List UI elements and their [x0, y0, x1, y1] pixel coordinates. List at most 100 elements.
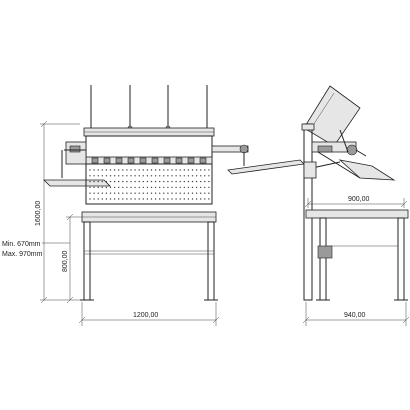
perforation-dot — [204, 169, 206, 171]
perforation-dot — [175, 198, 177, 200]
perforation-dot — [154, 169, 157, 171]
perforation-dot — [163, 169, 165, 171]
front-working-height-dimension: 800,00 — [62, 213, 82, 304]
perforation-dot — [122, 186, 124, 189]
perforation-dot — [130, 180, 132, 183]
perforation-dot — [171, 198, 173, 200]
perforation-dot — [175, 180, 177, 183]
perforation-dot — [154, 186, 157, 189]
perforation-dot — [142, 192, 144, 194]
perforation-dot — [118, 169, 120, 171]
front-right-arm — [211, 144, 249, 166]
perforation-dot — [146, 175, 149, 177]
side-top-width-dimension: 900,00 — [304, 196, 408, 208]
perforation-dot — [208, 198, 210, 200]
perforation-dot — [167, 180, 169, 183]
perforation-dot — [204, 175, 206, 177]
perforation-dot — [167, 186, 169, 189]
perforation-dot — [191, 192, 194, 194]
perforation-dot — [134, 186, 136, 189]
perforation-dot — [89, 186, 91, 189]
perforation-dot — [204, 180, 206, 183]
perforation-dot — [113, 169, 116, 171]
perforation-dot — [109, 192, 112, 194]
front-perforated-panel — [85, 163, 213, 205]
perforation-dot — [118, 192, 120, 194]
perforation-dot — [126, 192, 128, 194]
perforation-dot — [130, 192, 132, 194]
perforation-dot — [97, 198, 99, 200]
perforation-dot — [93, 175, 95, 177]
perforation-dot — [191, 186, 194, 189]
perforation-dot — [183, 192, 185, 194]
perforation-dot — [179, 192, 181, 194]
perforation-dot — [191, 198, 194, 200]
perforation-dot — [130, 175, 132, 177]
perforation-dot — [150, 186, 153, 189]
perforation-dot — [183, 175, 185, 177]
perforation-dot — [113, 186, 116, 189]
side-bracket — [303, 161, 317, 179]
perforation-dot — [187, 175, 190, 177]
perforation-dot — [200, 169, 202, 171]
perforation-dot — [93, 198, 95, 200]
perforation-dot — [126, 169, 128, 171]
perforation-dot — [138, 175, 140, 177]
perforation-dot — [179, 175, 181, 177]
perforation-dot — [122, 192, 124, 194]
front-height-label: 1600,00 — [35, 201, 42, 226]
side-shelf — [338, 159, 396, 181]
perforation-dot — [118, 186, 120, 189]
perforation-dot — [195, 192, 198, 194]
perforation-dot — [200, 198, 202, 200]
perforation-dot — [179, 186, 181, 189]
perforation-dot — [204, 198, 206, 200]
perforation-dot — [109, 169, 112, 171]
perforation-dot — [179, 198, 181, 200]
perforation-dot — [93, 180, 95, 183]
perforation-dot — [167, 175, 169, 177]
perforation-dot — [122, 198, 124, 200]
perforation-dot — [159, 192, 161, 194]
perforation-dot — [109, 186, 112, 189]
perforation-dot — [179, 169, 181, 171]
perforation-dot — [113, 175, 116, 177]
perforation-dot — [130, 169, 132, 171]
perforation-dot — [97, 186, 99, 189]
front-vertical-rods — [90, 85, 208, 131]
side-depth-dimension: 940,00 — [302, 302, 410, 326]
perforation-dot — [150, 198, 153, 200]
perforation-dot — [150, 192, 153, 194]
perforation-dot — [126, 198, 128, 200]
perforation-dot — [183, 169, 185, 171]
perforation-dot — [183, 186, 185, 189]
perforation-dot — [167, 198, 169, 200]
perforation-dot — [109, 198, 112, 200]
perforation-dot — [175, 192, 177, 194]
perforation-dot — [191, 180, 194, 183]
side-top-tray — [303, 85, 361, 147]
perforation-dot — [138, 180, 140, 183]
perforation-dot — [118, 198, 120, 200]
perforation-dot — [150, 169, 153, 171]
perforation-dot — [126, 180, 128, 183]
front-perforation-dots — [89, 169, 210, 200]
perforation-dot — [208, 192, 210, 194]
perforation-dot — [183, 198, 185, 200]
perforation-dot — [175, 186, 177, 189]
perforation-dot — [146, 192, 149, 194]
perforation-dot — [118, 175, 120, 177]
perforation-dot — [89, 192, 91, 194]
perforation-dot — [134, 175, 136, 177]
side-arm-mechanism — [311, 129, 367, 157]
perforation-dot — [200, 192, 202, 194]
height-range-min-label: Min. 670mm — [2, 241, 41, 248]
front-working-height-label: 800,00 — [62, 250, 69, 272]
perforation-dot — [113, 198, 116, 200]
front-right-shelf — [227, 159, 305, 175]
perforation-dot — [113, 192, 116, 194]
perforation-dot — [130, 198, 132, 200]
perforation-dot — [105, 186, 108, 189]
front-tool-holder-row — [85, 156, 213, 165]
